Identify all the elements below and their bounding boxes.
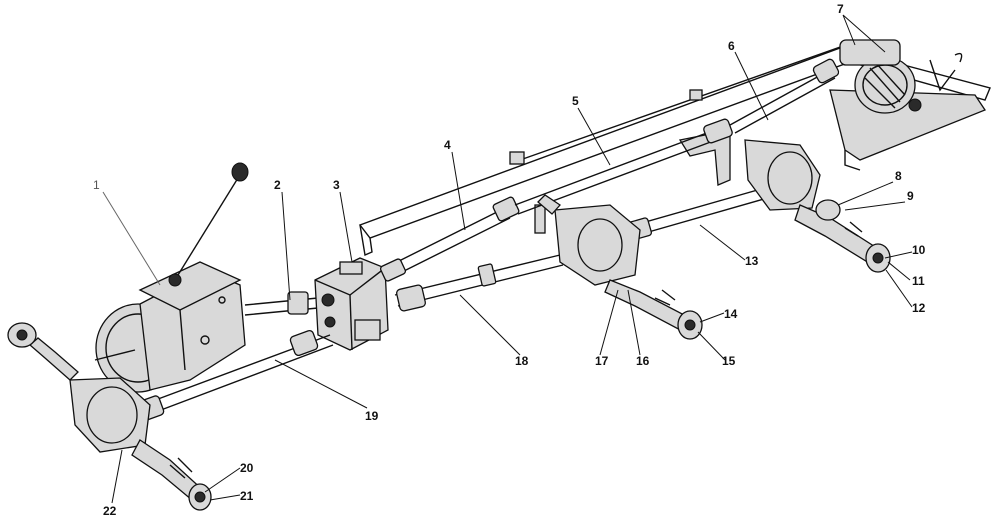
rear-axle (744, 139, 891, 273)
shaft-6 (729, 58, 840, 134)
label-6: 6 (728, 39, 735, 53)
shaft-18 (394, 254, 564, 312)
label-22: 22 (103, 504, 117, 518)
front-axle (7, 322, 212, 511)
gearbox (94, 162, 249, 393)
label-21: 21 (240, 489, 254, 503)
label-18: 18 (515, 354, 529, 368)
label-10: 10 (912, 243, 926, 257)
transfer-case (314, 257, 389, 351)
label-12: 12 (912, 301, 926, 315)
label-17: 17 (595, 354, 609, 368)
label-1: 1 (93, 178, 100, 192)
leader-lines (102, 14, 913, 504)
label-8: 8 (895, 169, 902, 183)
label-16: 16 (636, 354, 650, 368)
label-3: 3 (333, 178, 340, 192)
label-11: 11 (912, 274, 925, 288)
label-5: 5 (572, 94, 579, 108)
label-4: 4 (444, 138, 451, 152)
label-9: 9 (907, 189, 914, 203)
label-20: 20 (240, 461, 254, 475)
label-14: 14 (724, 307, 738, 321)
part-labels: 1 2 3 4 5 6 7 8 9 10 11 12 13 14 15 16 1… (93, 2, 926, 518)
shaft-13 (626, 184, 779, 241)
middle-axle (537, 194, 703, 340)
shaft-2 (244, 291, 319, 316)
label-13: 13 (745, 254, 759, 268)
winch-assembly (829, 39, 986, 171)
shaft-4 (379, 196, 520, 282)
label-15: 15 (722, 354, 736, 368)
label-2: 2 (274, 178, 281, 192)
label-7: 7 (837, 2, 844, 16)
frame-brackets (509, 89, 731, 234)
label-19: 19 (365, 409, 379, 423)
